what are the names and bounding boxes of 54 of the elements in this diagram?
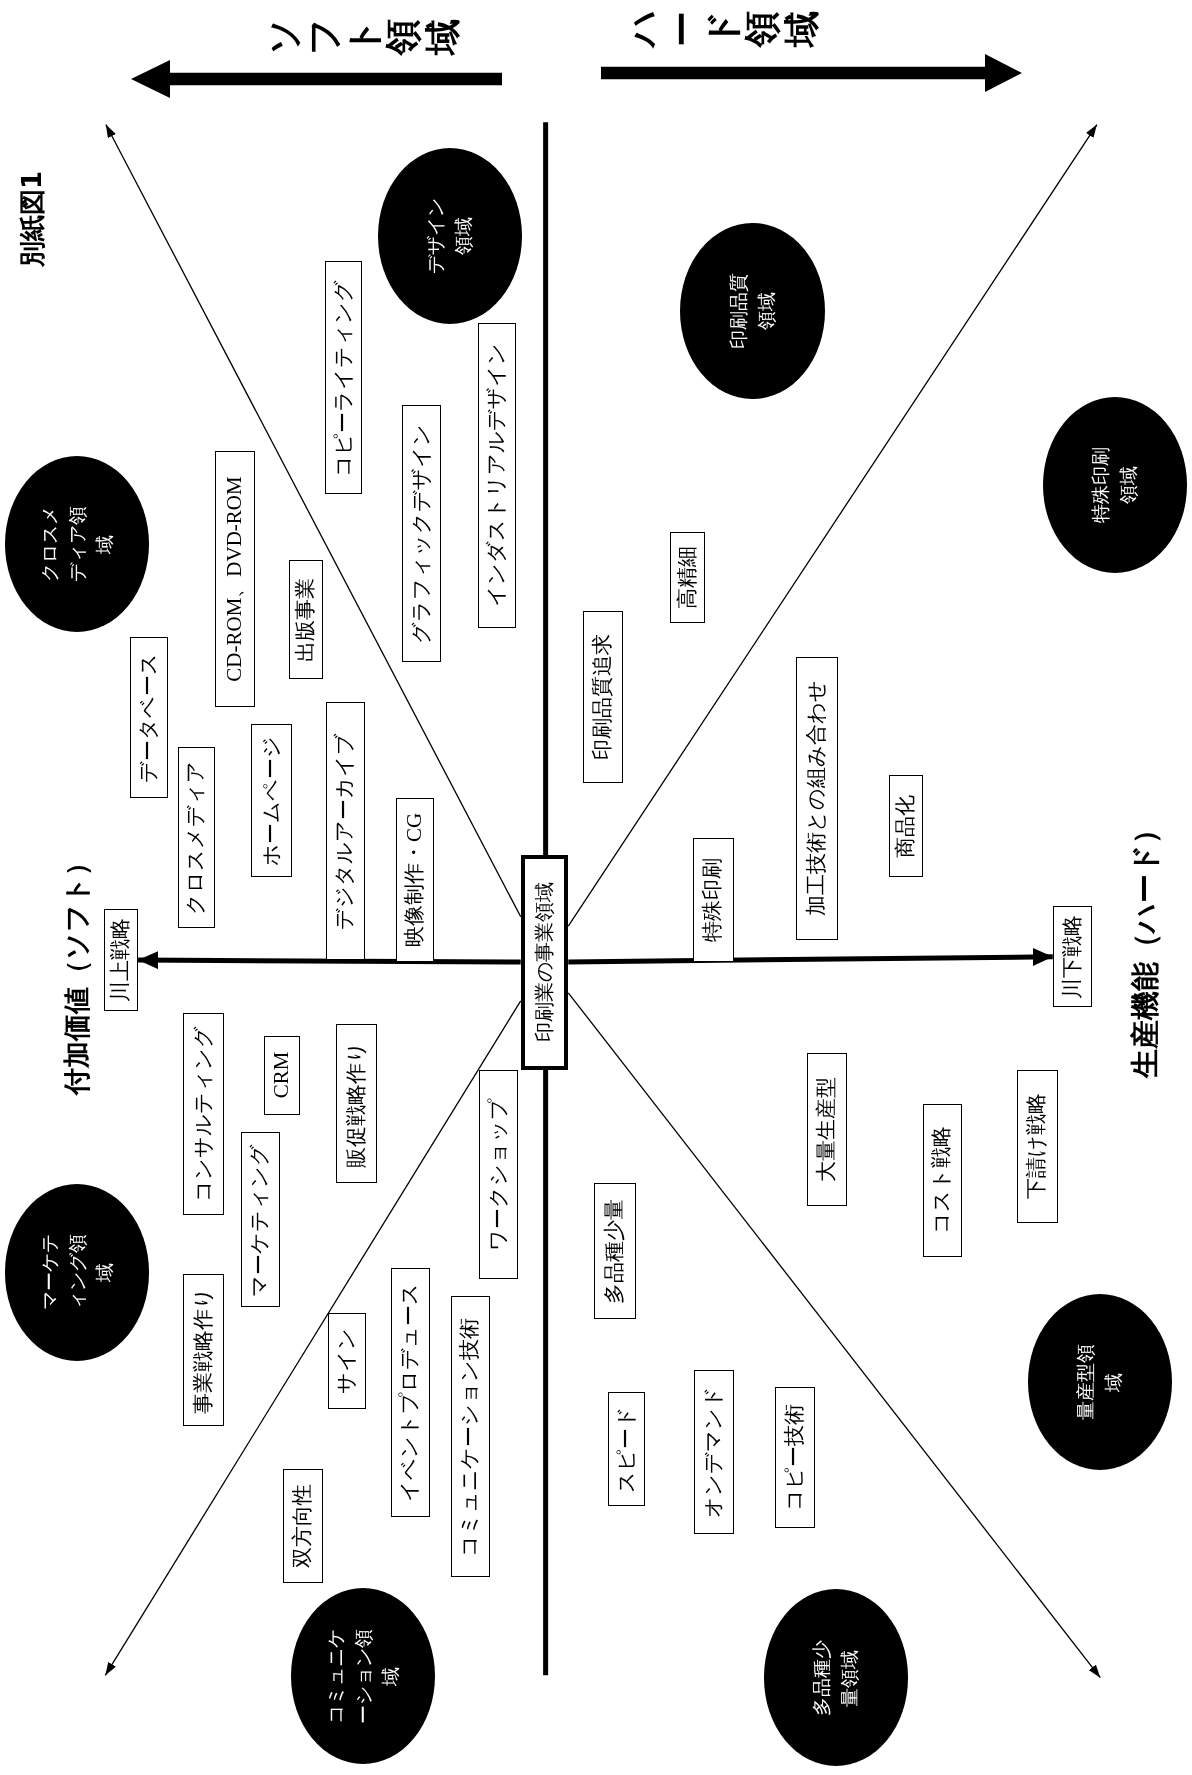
text-box: 高精細 — [670, 532, 706, 623]
text-box: 印刷品質追求 — [582, 611, 623, 784]
text-box: コピーライティング — [324, 261, 363, 494]
direction-label: ソフト領域 — [262, 17, 464, 58]
text-box: 出版事業 — [288, 560, 323, 680]
text-box: 事業戦略作り — [183, 1273, 225, 1427]
text-box: インダストリアルデザイン — [477, 322, 517, 629]
text-box: 双方向性 — [283, 1469, 323, 1583]
text-box: 川上戦略 — [104, 909, 139, 1011]
region-ellipse: デザイン領域 — [377, 147, 523, 325]
text-box: イベントプロデュース — [390, 1267, 431, 1517]
text-box: オンデマンド — [693, 1369, 734, 1534]
region-ellipse: マーケティング領域 — [4, 1184, 150, 1361]
region-ellipse: コミュニケーション領域 — [290, 1587, 436, 1765]
axis-label: 生産機能（ハード） — [1127, 814, 1163, 1078]
region-ellipse: クロスメディア領域 — [4, 455, 150, 633]
arrow — [104, 1000, 522, 1676]
arrow — [567, 992, 1101, 1679]
title-box: 印刷業の事業領域 — [520, 854, 569, 1070]
text-box: 下請け戦略 — [1016, 1069, 1059, 1223]
arrow — [105, 123, 522, 918]
text-box: デジタルアーカイブ — [326, 701, 365, 960]
text-box: 多品種少量 — [594, 1182, 637, 1319]
text-box: グラフィックデザイン — [401, 405, 442, 663]
text-box: データベース — [130, 637, 168, 799]
text-box: ホームページ — [251, 724, 293, 878]
text-box: サイン — [328, 1313, 366, 1410]
text-box: CRM — [263, 1035, 300, 1115]
figure-label: 別紙図1 — [15, 170, 48, 268]
text-box: コピー技術 — [775, 1386, 816, 1529]
arrow — [567, 123, 1098, 927]
text-box: 加工技術との組み合わせ — [795, 656, 838, 940]
region-ellipse: 量産型領域 — [1027, 1293, 1173, 1471]
text-box: コンサルティング — [183, 1013, 225, 1215]
text-box: 映像制作・CG — [396, 798, 434, 963]
text-box: 川下戦略 — [1052, 905, 1093, 1008]
text-box: 販促戦略作り — [336, 1024, 377, 1183]
arrow — [138, 951, 521, 970]
text-box: クロスメディア — [177, 747, 216, 929]
text-box: コスト戦略 — [922, 1103, 963, 1257]
text-box: 特殊印刷 — [692, 837, 734, 963]
region-ellipse: 多品種少量領域 — [763, 1589, 909, 1766]
region-ellipse: 印刷品質領域 — [680, 222, 826, 400]
arrow — [568, 947, 1053, 966]
text-box: 大量生産型 — [807, 1052, 847, 1206]
region-ellipse: 特殊印刷領域 — [1042, 396, 1188, 574]
text-box: スピード — [607, 1392, 646, 1506]
text-box: CD-ROM、DVD-ROM — [215, 450, 255, 708]
text-box: 商品化 — [888, 775, 923, 878]
text-box: マーケティング — [241, 1132, 280, 1308]
text-box: ワークショップ — [478, 1069, 519, 1280]
text-box: コミュニケーション技術 — [450, 1296, 491, 1577]
direction-label: ハード領域 — [621, 9, 823, 51]
axis-label: 付加価値（ソフト） — [60, 849, 93, 1095]
